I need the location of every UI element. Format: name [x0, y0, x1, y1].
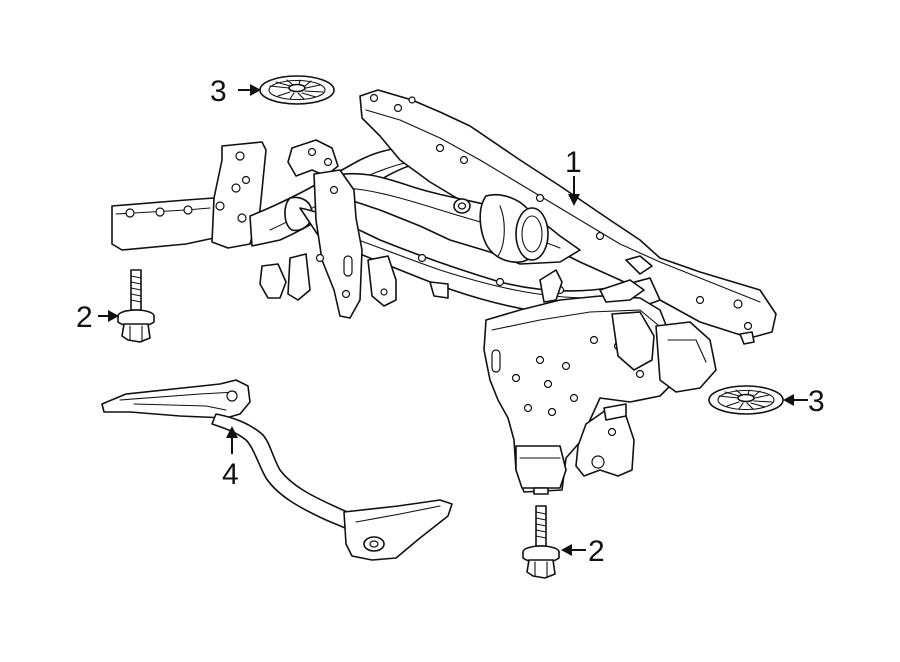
callout-3-right: 3: [808, 385, 825, 418]
brace-bracket-icon: [101, 379, 453, 561]
mount-washer-icon: [708, 385, 784, 415]
callout-4: 4: [222, 458, 239, 491]
leader-arrows: [98, 84, 808, 556]
mounting-bolt-icon: [522, 505, 560, 579]
subframe-crossmember-icon: [111, 89, 777, 495]
callout-2-left: 2: [76, 301, 93, 334]
callout-2-bottom: 2: [588, 535, 605, 568]
mounting-bolt-icon: [117, 269, 155, 343]
mount-washer-icon: [259, 75, 335, 105]
callout-1: 1: [565, 146, 582, 179]
callout-3-top: 3: [210, 75, 227, 108]
